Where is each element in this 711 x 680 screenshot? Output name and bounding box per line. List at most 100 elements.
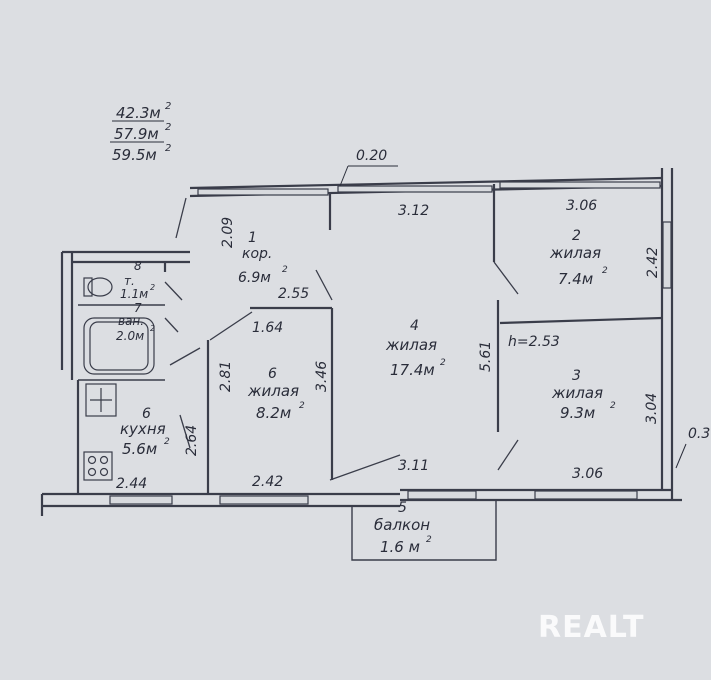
bathtub-inner bbox=[89, 321, 149, 371]
room-6-area: 8.2м bbox=[256, 404, 291, 422]
dimension-labels: 0.20 3.12 3.06 2.09 2.42 2.55 1.64 5.61 … bbox=[116, 148, 710, 492]
room-2-area: 7.4м bbox=[558, 270, 593, 288]
bath-area: 2.0м bbox=[116, 329, 144, 343]
room-2-name: жилая bbox=[549, 244, 601, 262]
door-wc bbox=[164, 281, 183, 301]
room-3-name: жилая bbox=[551, 384, 603, 402]
dim-264: 2.64 bbox=[184, 425, 200, 456]
kitchen-number: 6 bbox=[142, 406, 151, 422]
door-kitchen bbox=[169, 347, 201, 366]
balcony bbox=[351, 500, 497, 561]
door-bedroom2 bbox=[493, 261, 519, 295]
room-1-area-sup: 2 bbox=[282, 265, 288, 275]
top-window-2 bbox=[337, 185, 493, 193]
bathtub bbox=[83, 317, 155, 375]
room-5-area: 1.6 м bbox=[380, 538, 420, 556]
dim-244: 2.44 bbox=[116, 476, 147, 492]
fixtures bbox=[83, 277, 155, 481]
room-2-number: 2 bbox=[572, 228, 581, 244]
toilet-number: 8 bbox=[134, 259, 142, 273]
door-bedroom3 bbox=[497, 439, 519, 471]
room-4-area-sup: 2 bbox=[440, 358, 446, 368]
room-6-name: жилая bbox=[247, 382, 299, 400]
dim-242-right: 2.42 bbox=[645, 247, 661, 278]
area-summary: 42.3м 2 57.9м 2 59.5м 2 bbox=[110, 101, 171, 164]
room-1-area: 6.9м bbox=[238, 270, 271, 286]
room-1-number: 1 bbox=[248, 230, 257, 246]
bath-name: ван. bbox=[118, 314, 144, 328]
dim-346: 3.46 bbox=[314, 361, 330, 392]
dim-306-bottom: 3.06 bbox=[572, 466, 603, 482]
bedroom6-window bbox=[219, 495, 309, 505]
gross-area-sup: 2 bbox=[165, 143, 171, 154]
burner-3 bbox=[87, 467, 97, 477]
bath-area-sup: 2 bbox=[150, 324, 155, 333]
dim-304: 3.04 bbox=[644, 393, 660, 424]
room-5-name: балкон bbox=[374, 516, 430, 534]
toilet-area: 1.1м bbox=[120, 287, 148, 301]
dim-561: 5.61 bbox=[478, 341, 494, 372]
room-6-number: 6 bbox=[268, 366, 277, 382]
dim-03: 0.3 bbox=[688, 426, 710, 442]
top-wall-outer bbox=[189, 176, 663, 190]
gross-area: 59.5м bbox=[112, 146, 157, 164]
room-3-area: 9.3м bbox=[560, 404, 595, 422]
balcony-outline bbox=[351, 500, 497, 561]
room-5-area-sup: 2 bbox=[426, 535, 432, 545]
dim-255: 2.55 bbox=[278, 286, 309, 302]
room-3-number: 3 bbox=[572, 368, 581, 384]
living-area-sup: 2 bbox=[165, 101, 171, 112]
dim-281: 2.81 bbox=[218, 361, 234, 392]
room-1-name: кор. bbox=[242, 246, 272, 262]
realt-watermark: REALT bbox=[538, 610, 645, 645]
living-window bbox=[407, 490, 477, 500]
dim-020: 0.20 bbox=[356, 148, 387, 164]
wall-bedroom2-3 bbox=[499, 316, 663, 325]
dim-020-leader-2 bbox=[339, 165, 349, 187]
dim-209: 2.09 bbox=[220, 217, 236, 248]
stove bbox=[83, 451, 113, 481]
right-window bbox=[662, 221, 672, 289]
room-labels: 1 кор. 6.9м 2 2 жилая 7.4м 2 3 жилая 9.3… bbox=[116, 228, 616, 556]
burner-4 bbox=[99, 467, 109, 477]
total-area-sup: 2 bbox=[165, 122, 171, 133]
total-area: 57.9м bbox=[114, 125, 159, 143]
dim-03-leader bbox=[675, 443, 687, 469]
kitchen-sink bbox=[85, 383, 117, 417]
room-2-area-sup: 2 bbox=[602, 266, 608, 276]
door-arc-1 bbox=[175, 197, 187, 239]
toilet-area-sup: 2 bbox=[150, 283, 155, 292]
exterior-walls bbox=[40, 168, 682, 516]
room-4-number: 4 bbox=[410, 318, 419, 334]
top-window-3 bbox=[499, 181, 661, 189]
bath-number: 7 bbox=[134, 301, 142, 315]
burner-2 bbox=[99, 455, 109, 465]
living-area: 42.3м bbox=[116, 104, 161, 122]
toilet-fixture bbox=[87, 277, 113, 297]
door-bedroom6 bbox=[209, 311, 253, 341]
doors bbox=[164, 196, 519, 481]
kitchen-window bbox=[109, 495, 173, 505]
room-3-area-sup: 2 bbox=[610, 401, 616, 411]
toilet-tank bbox=[83, 277, 93, 297]
room-4-name: жилая bbox=[385, 336, 437, 354]
door-balcony bbox=[329, 454, 401, 481]
door-bath bbox=[164, 317, 179, 333]
door-living bbox=[315, 269, 333, 301]
kitchen-name: кухня bbox=[120, 420, 166, 438]
dim-306-top: 3.06 bbox=[566, 198, 597, 214]
room-6-area-sup: 2 bbox=[299, 401, 305, 411]
dim-242-bottom: 2.42 bbox=[252, 474, 283, 490]
toilet-name: т. bbox=[124, 274, 135, 288]
room-5-number: 5 bbox=[398, 500, 407, 516]
kitchen-area: 5.6м bbox=[122, 440, 157, 458]
top-window-1 bbox=[197, 188, 329, 196]
door-kitchen2 bbox=[179, 414, 191, 449]
dim-311: 3.11 bbox=[398, 458, 429, 474]
room-4-area: 17.4м bbox=[390, 361, 435, 379]
dim-164: 1.64 bbox=[252, 320, 283, 336]
dim-h: h=2.53 bbox=[508, 334, 560, 350]
kitchen-area-sup: 2 bbox=[164, 437, 170, 447]
bedroom3-window bbox=[534, 490, 638, 500]
